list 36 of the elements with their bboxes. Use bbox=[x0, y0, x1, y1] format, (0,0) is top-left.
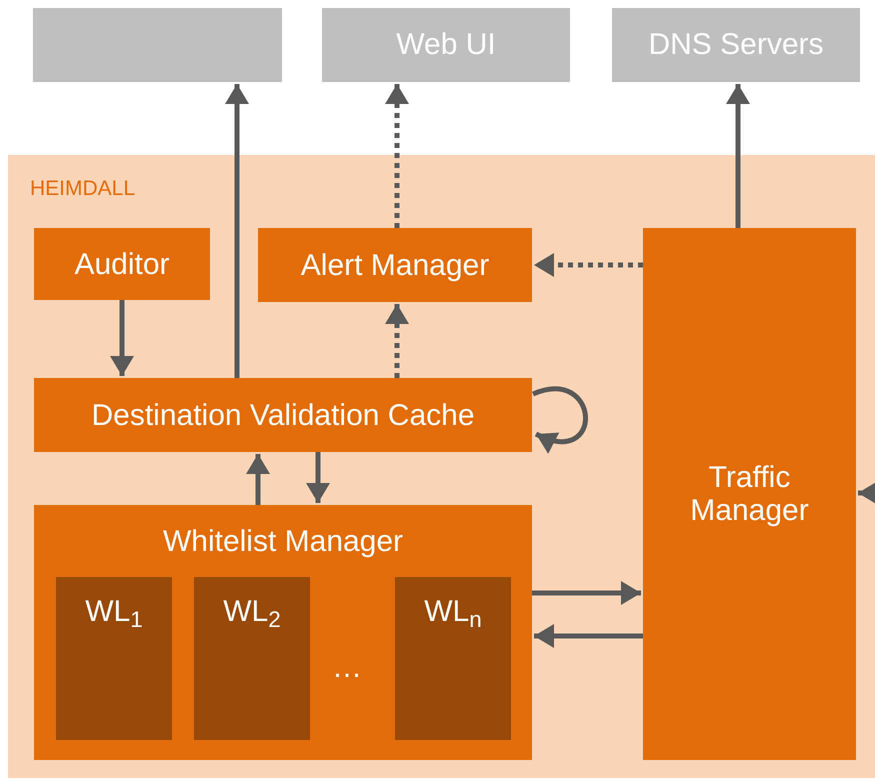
arrow bbox=[306, 452, 330, 503]
node-label: Auditor bbox=[74, 248, 170, 280]
node-label: Alert Manager bbox=[300, 248, 490, 282]
arrow bbox=[532, 581, 641, 605]
manager-box bbox=[34, 505, 532, 760]
arrow bbox=[858, 481, 875, 505]
node-label: WL$_{2}$ bbox=[223, 594, 281, 634]
node-label: Traffic Manager bbox=[689, 461, 810, 527]
node-label: Destination Validation Cache bbox=[91, 398, 474, 432]
dashed-arrow bbox=[385, 84, 409, 228]
component-box bbox=[643, 228, 856, 760]
component-box bbox=[34, 228, 210, 300]
ellipsis-label: … bbox=[332, 650, 362, 686]
group-title: Whitelist Manager bbox=[162, 524, 404, 560]
node-label: Web UI bbox=[396, 29, 496, 61]
service-box bbox=[33, 8, 282, 82]
node-label: WL$_{n}$ bbox=[424, 594, 482, 634]
dashed-arrow bbox=[534, 253, 643, 277]
arrow bbox=[726, 84, 750, 228]
component-box bbox=[258, 228, 532, 302]
node-label: WL$_{1}$ bbox=[85, 594, 143, 634]
component-box bbox=[34, 378, 532, 452]
arrow bbox=[534, 624, 643, 648]
service-box bbox=[612, 8, 860, 82]
arrow bbox=[246, 454, 270, 505]
list-box bbox=[395, 577, 511, 740]
arrow bbox=[110, 300, 134, 376]
arrow bbox=[532, 386, 588, 453]
system-band bbox=[8, 155, 875, 778]
node-label: DNS Servers bbox=[648, 29, 824, 61]
list-box bbox=[56, 577, 172, 740]
list-box bbox=[194, 577, 310, 740]
service-box bbox=[322, 8, 570, 82]
dashed-arrow bbox=[385, 304, 409, 378]
arrow bbox=[225, 84, 249, 378]
system-title: HEIMDALL bbox=[30, 176, 136, 202]
